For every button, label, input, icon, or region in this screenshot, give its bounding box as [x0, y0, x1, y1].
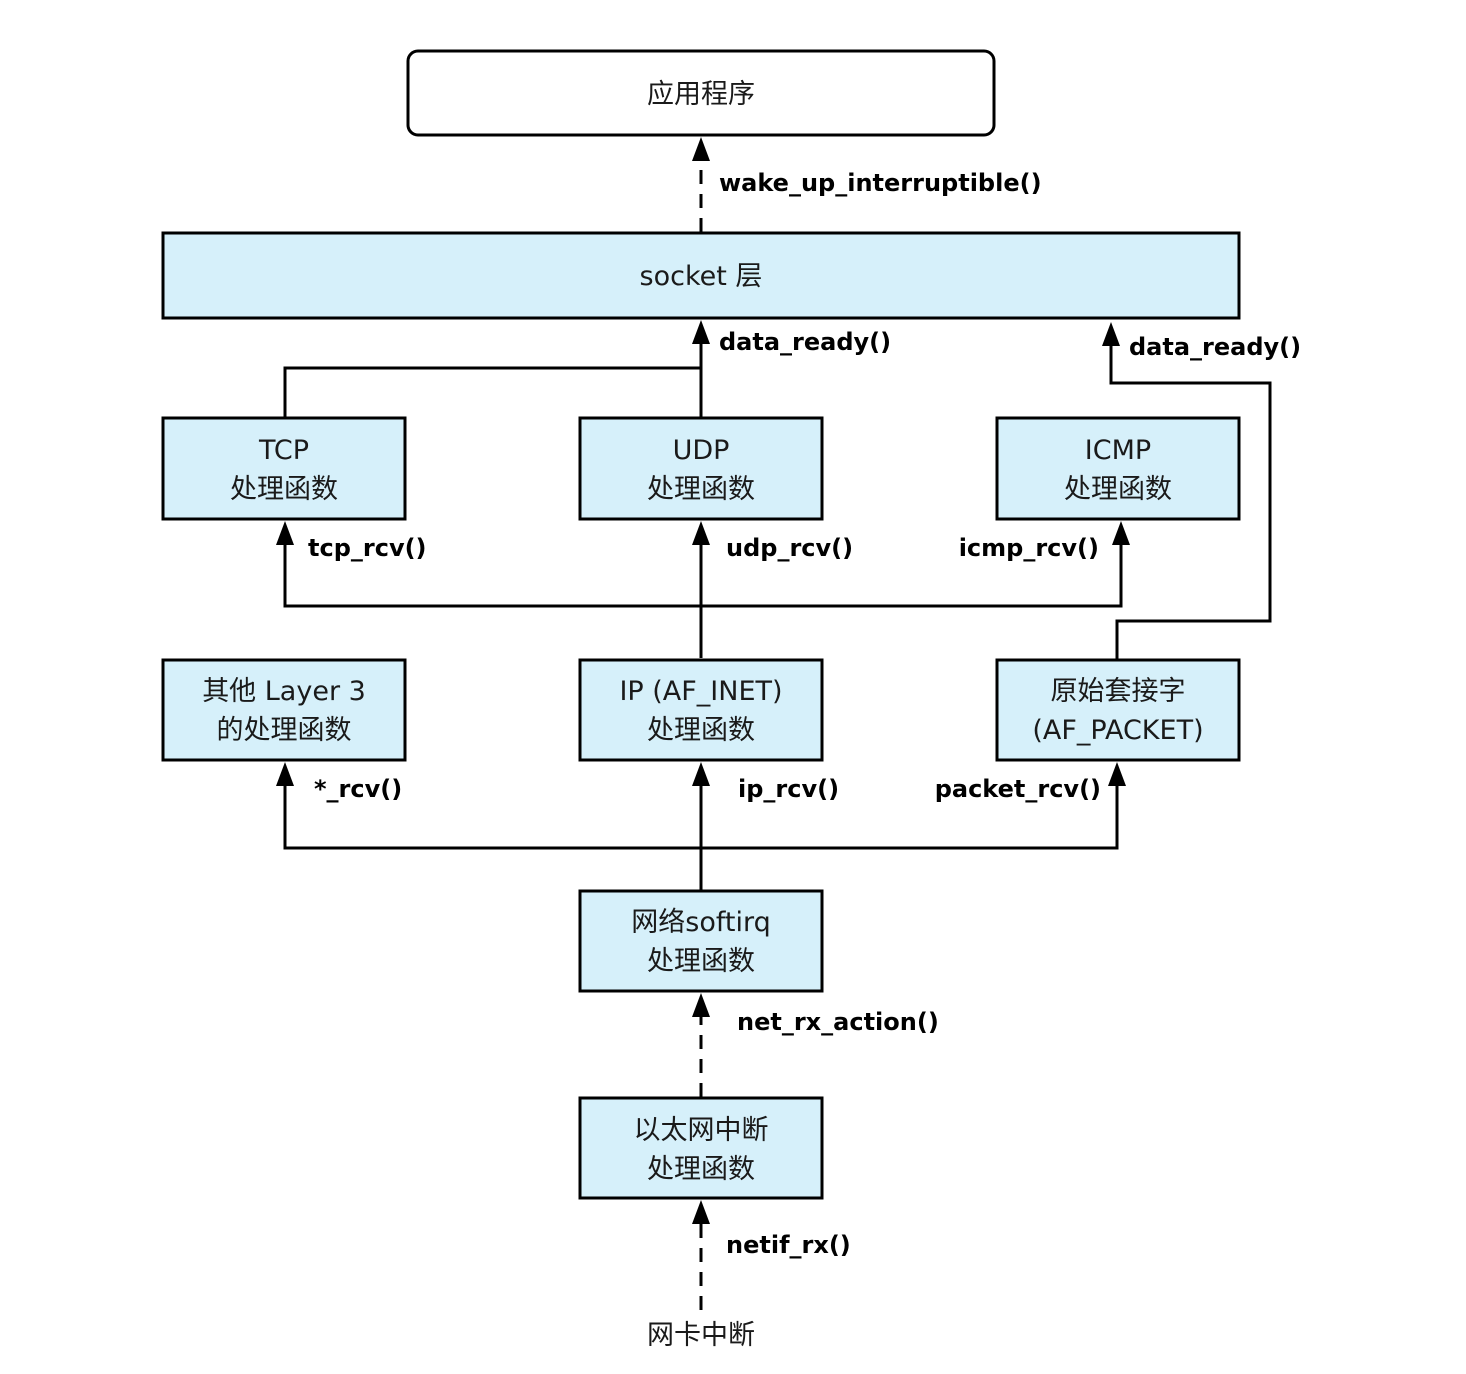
- arrowhead: [692, 320, 710, 344]
- label-icmp-rcv: icmp_rcv(): [959, 534, 1099, 562]
- node-udp-box: [578, 416, 824, 521]
- arrowhead: [692, 1200, 710, 1224]
- label-net-rx-action: net_rx_action(): [737, 1008, 939, 1036]
- node-tcp-box: [161, 416, 407, 521]
- label-star-rcv: *_rcv(): [314, 775, 402, 803]
- node-icmp-line2: 处理函数: [1064, 474, 1172, 505]
- node-softirq: 网络softirq 处理函数: [578, 889, 824, 993]
- node-ip-line2: 处理函数: [647, 715, 755, 746]
- node-icmp-box: [995, 416, 1241, 521]
- node-udp: UDP 处理函数: [578, 416, 824, 521]
- node-tcp-line2: 处理函数: [230, 474, 338, 505]
- label-data-ready-main: data_ready(): [719, 328, 891, 356]
- node-eth-irq-box: [578, 1096, 824, 1200]
- edge-data-ready-raw: [1109, 344, 1272, 659]
- node-tcp: TCP 处理函数: [161, 416, 407, 521]
- label-data-ready-raw: data_ready(): [1129, 333, 1301, 361]
- node-eth-irq: 以太网中断 处理函数: [578, 1096, 824, 1200]
- edges: [276, 137, 1272, 1310]
- node-socket-box: [161, 231, 1241, 320]
- node-nic-irq: 网卡中断: [647, 1320, 755, 1351]
- node-eth-irq-line2: 处理函数: [647, 1154, 755, 1185]
- node-app-box: [406, 49, 996, 137]
- node-ip: IP (AF_INET) 处理函数: [578, 658, 824, 762]
- node-other-l3: 其他 Layer 3 的处理函数: [161, 658, 407, 762]
- label-netif-rx: netif_rx(): [726, 1231, 851, 1259]
- node-ip-line1: IP (AF_INET): [619, 676, 782, 707]
- node-raw-socket: 原始套接字 (AF_PACKET): [995, 658, 1241, 762]
- node-other-l3-line1: 其他 Layer 3: [202, 676, 366, 707]
- arrowhead: [1108, 762, 1126, 786]
- node-softirq-line1: 网络softirq: [631, 907, 770, 938]
- arrowhead: [276, 521, 294, 545]
- label-wake-up: wake_up_interruptible(): [719, 169, 1042, 197]
- edge-tcp-to-socket: [283, 366, 701, 418]
- node-app-label: 应用程序: [647, 79, 755, 110]
- node-tcp-line1: TCP: [258, 435, 309, 466]
- arrowhead: [276, 762, 294, 786]
- node-socket: socket 层: [161, 231, 1241, 320]
- node-other-l3-box: [161, 658, 407, 762]
- arrowhead: [692, 521, 710, 545]
- node-eth-irq-line1: 以太网中断: [634, 1115, 769, 1146]
- node-raw-socket-line2: (AF_PACKET): [1032, 715, 1203, 746]
- arrowhead: [1102, 322, 1120, 346]
- label-ip-rcv: ip_rcv(): [738, 775, 839, 803]
- node-raw-socket-box: [995, 658, 1241, 762]
- node-icmp: ICMP 处理函数: [995, 416, 1241, 521]
- nodes: 应用程序 socket 层 TCP 处理函数 UDP 处理函数 ICMP 处理函…: [161, 49, 1241, 1351]
- edge-l3-bus: [283, 782, 1119, 850]
- node-udp-line2: 处理函数: [647, 474, 755, 505]
- arrowhead: [692, 762, 710, 786]
- node-icmp-line1: ICMP: [1085, 435, 1151, 466]
- node-app: 应用程序: [406, 49, 996, 137]
- label-udp-rcv: udp_rcv(): [726, 534, 853, 562]
- arrowhead: [692, 137, 710, 161]
- label-packet-rcv: packet_rcv(): [935, 775, 1101, 803]
- edge-l4-bus: [283, 542, 1123, 608]
- node-socket-label: socket 层: [640, 261, 763, 292]
- node-softirq-box: [578, 889, 824, 993]
- node-raw-socket-line1: 原始套接字: [1051, 676, 1186, 707]
- arrowhead: [692, 993, 710, 1017]
- node-softirq-line2: 处理函数: [647, 946, 755, 977]
- edge-labels: wake_up_interruptible() data_ready() dat…: [308, 169, 1301, 1259]
- node-udp-line1: UDP: [673, 435, 730, 466]
- node-other-l3-line2: 的处理函数: [217, 715, 352, 746]
- node-ip-box: [578, 658, 824, 762]
- arrowhead: [1112, 521, 1130, 545]
- node-nic-irq-label: 网卡中断: [647, 1320, 755, 1351]
- label-tcp-rcv: tcp_rcv(): [308, 534, 427, 562]
